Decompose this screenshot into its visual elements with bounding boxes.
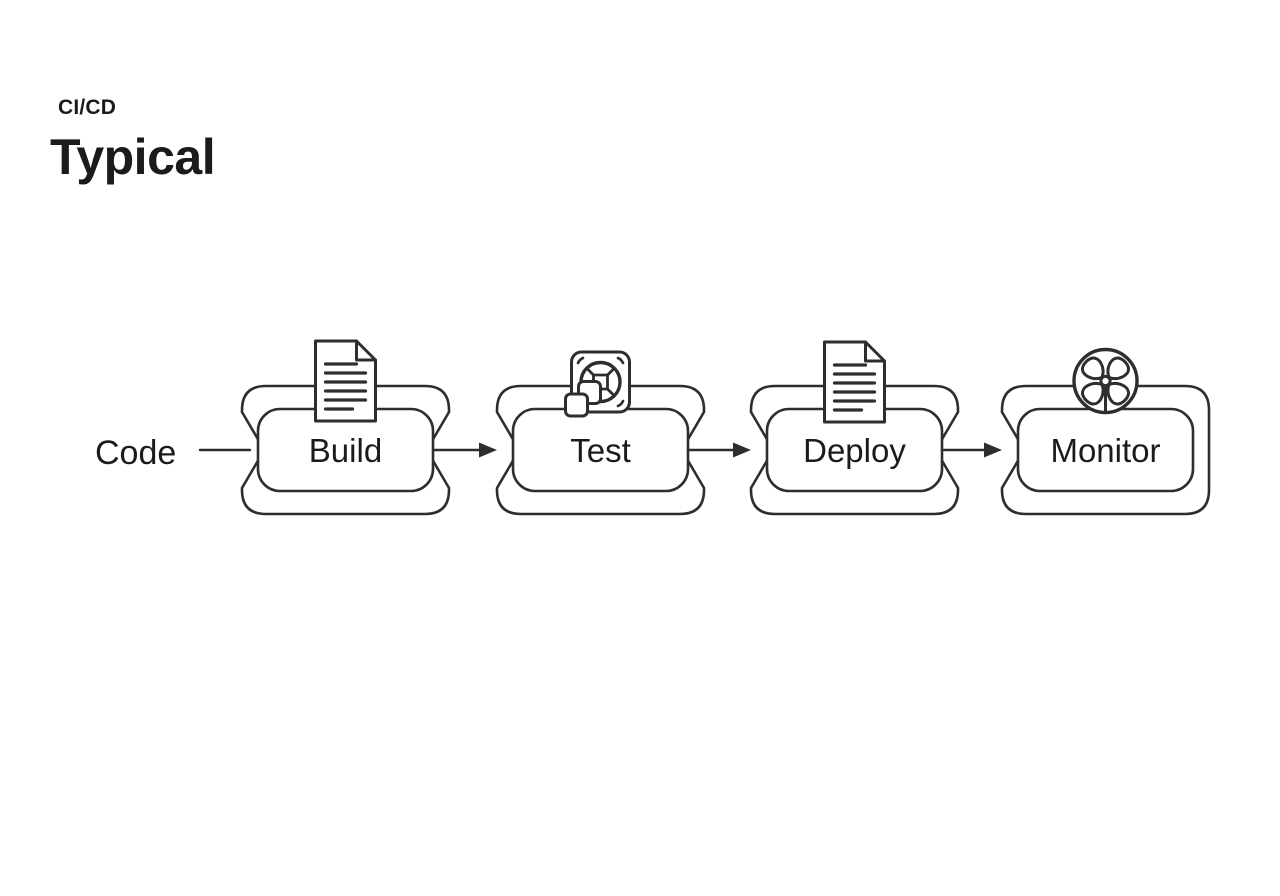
stage-test: Test <box>495 350 706 516</box>
stage-label: Monitor <box>1050 432 1160 469</box>
flow-arrow <box>940 442 1002 458</box>
eyebrow-label: CI/CD <box>58 96 117 119</box>
page-title: Typical <box>50 129 216 185</box>
stage-label: Build <box>309 432 382 469</box>
document-icon <box>314 339 377 423</box>
stage-bracket-bottom <box>495 457 706 516</box>
fan-icon <box>564 350 631 418</box>
stage-bracket <box>1000 384 1211 516</box>
stage-label: Deploy <box>803 432 906 469</box>
stage-deploy: Deploy <box>749 340 960 516</box>
source-label: Code <box>95 434 176 472</box>
instance-square-front <box>564 392 589 418</box>
stage-bracket-bottom <box>749 457 960 516</box>
flower-fan-icon <box>1072 347 1139 415</box>
document-icon <box>823 340 886 424</box>
stage-bracket-bottom <box>240 457 451 516</box>
page-header: CI/CD Typical <box>50 96 216 186</box>
flow-arrow <box>431 442 497 458</box>
stage-label: Test <box>570 432 631 469</box>
flow-arrow <box>686 442 751 458</box>
stage-build: Build <box>240 339 451 516</box>
stage-monitor: Monitor <box>1000 347 1211 516</box>
